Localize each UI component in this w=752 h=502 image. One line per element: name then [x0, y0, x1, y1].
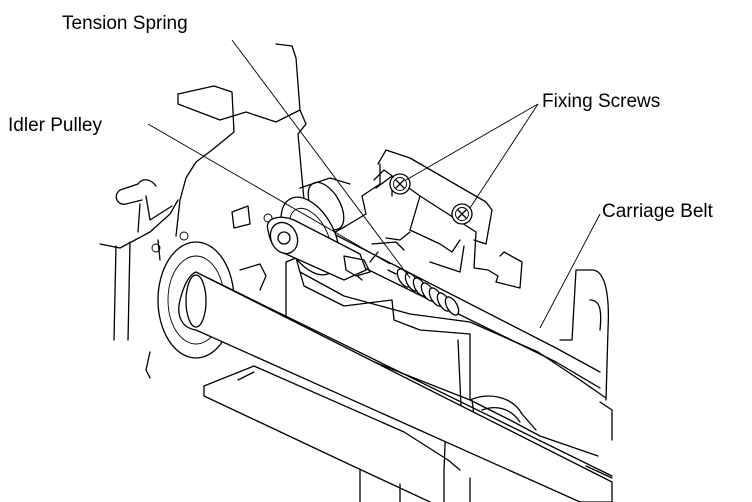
idler-pulley — [266, 177, 371, 281]
label-idler-pulley: Idler Pulley — [8, 115, 102, 136]
leader-lines — [147, 39, 601, 329]
label-fixing-screws: Fixing Screws — [542, 91, 661, 112]
base-plate — [203, 365, 613, 502]
frame-bracket — [99, 43, 307, 379]
tension-spring — [387, 268, 460, 316]
fixing-screw-2 — [451, 203, 473, 225]
label-carriage-belt: Carriage Belt — [602, 201, 713, 222]
label-tension-spring: Tension Spring — [62, 13, 188, 34]
guide-shaft — [157, 241, 613, 502]
fixing-screw-1 — [389, 173, 411, 195]
